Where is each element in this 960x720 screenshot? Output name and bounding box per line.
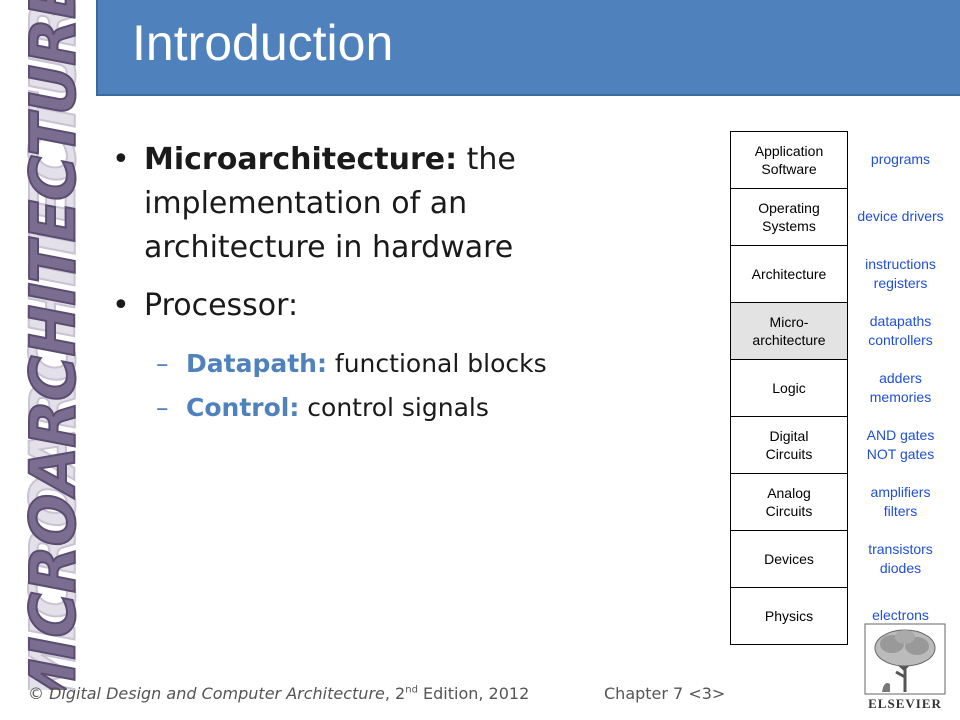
book-title: Digital Design and Computer Architecture [49,684,385,703]
stack-layer: Physics [731,588,847,645]
layer-description: programs [870,151,931,167]
publisher-name: ELSEVIER [868,696,942,711]
layer-description: electrons [872,607,929,623]
layer-description: adders memories [869,369,932,405]
sub-bullet-text: control signals [299,393,489,422]
bullet-item: • Processor: [108,284,628,328]
bullet-text: Processor: [144,288,299,323]
bullet-list: • Microarchitecture: the implementation o… [108,138,628,430]
edition-sup: nd [405,684,418,696]
stack-layer: Operating Systems [731,189,847,246]
copyright-symbol: © [28,684,44,703]
layer-description: datapaths controllers [868,312,933,348]
layer-description: device drivers [857,208,944,224]
sub-bullet-term: Datapath: [186,349,327,378]
stack-layer: Digital Circuits [731,417,847,474]
slide-title: Introduction [132,15,394,71]
stack-layer: Analog Circuits [731,474,847,531]
dash-icon: – [156,349,169,378]
edition-prefix: , 2 [384,684,406,703]
sub-bullet-text: functional blocks [326,349,547,378]
bullet-term: Microarchitecture: [144,142,458,177]
layer-description: amplifiers filters [870,483,931,519]
layer-description: transistors diodes [868,540,933,576]
layer-description: instructions registers [865,255,936,291]
abstraction-stack: Application Software Operating Systems A… [730,131,848,645]
edition-suffix: Edition, 2012 [417,684,530,703]
stack-layer: Architecture [731,246,847,303]
side-logo-main: MICROARCHITECTURE [16,0,91,690]
title-bar: Introduction [96,0,960,96]
sub-bullet-item: –Datapath: functional blocks [108,342,628,386]
dash-icon: – [156,393,169,422]
side-logo: MICROARCHITECTURE MICROARCHITECTURE [8,0,98,690]
stack-descriptions: programs device drivers instructions reg… [848,131,953,644]
sub-bullet-term: Control: [186,393,300,422]
publisher-logo: ELSEVIER [862,622,948,712]
bullet-dot-icon: • [112,288,130,323]
stack-layer: Devices [731,531,847,588]
footer-citation: © Digital Design and Computer Architectu… [28,684,728,703]
sub-bullet-item: –Control: control signals [108,386,628,430]
tree-icon [864,623,946,695]
chapter-label: Chapter 7 <3> [604,684,726,703]
bullet-text: the implementation of an architecture in… [144,142,516,265]
stack-layer-highlighted: Micro- architecture [731,303,847,360]
stack-layer: Logic [731,360,847,417]
side-logo-text-main: MICROARCHITECTURE [16,0,91,690]
bullet-item: • Microarchitecture: the implementation o… [108,138,628,270]
layer-description: AND gates NOT gates [866,426,935,462]
stack-layer: Application Software [731,132,847,189]
bullet-dot-icon: • [112,142,130,177]
